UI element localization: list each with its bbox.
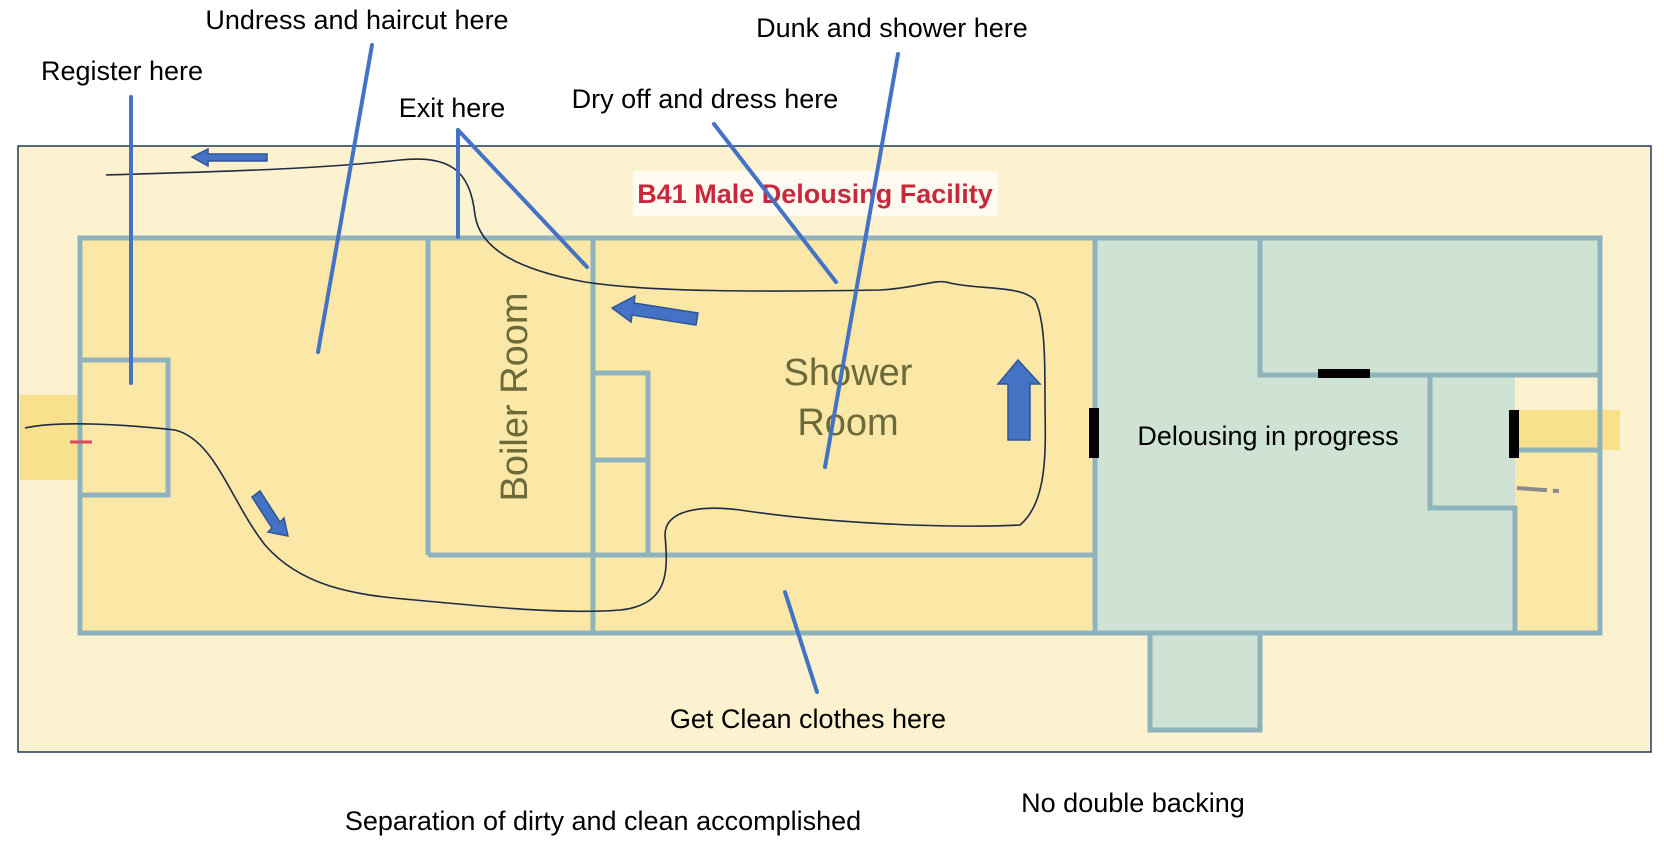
right-strip bbox=[1510, 410, 1620, 450]
callout-dry-off: Dry off and dress here bbox=[572, 84, 839, 114]
footer-separation: Separation of dirty and clean accomplish… bbox=[345, 806, 861, 836]
shower-room-label-line2: Room bbox=[797, 402, 898, 444]
plan-title: B41 Male Delousing Facility bbox=[637, 179, 993, 209]
door-marker-top bbox=[1318, 369, 1370, 378]
route-path bbox=[24, 158, 1047, 613]
arrow-left-mid bbox=[610, 294, 699, 326]
door-marker-right bbox=[1509, 410, 1519, 458]
callout-clean-clothes: Get Clean clothes here bbox=[670, 704, 946, 734]
footer-no-double-backing: No double backing bbox=[1021, 788, 1245, 818]
delousing-area bbox=[1095, 238, 1600, 730]
route-arrows bbox=[190, 147, 1042, 537]
callout-dunk: Dunk and shower here bbox=[756, 13, 1028, 43]
arrow-left-top bbox=[190, 147, 268, 168]
arrow-up-right bbox=[996, 358, 1042, 441]
door-marker-left bbox=[1089, 408, 1099, 458]
delousing-side-room bbox=[1515, 450, 1600, 633]
callout-exit: Exit here bbox=[399, 93, 506, 123]
delousing-label: Delousing in progress bbox=[1137, 421, 1398, 451]
gate-marker bbox=[1516, 486, 1571, 494]
arrow-down-left bbox=[250, 489, 289, 537]
title-background bbox=[633, 171, 998, 216]
building-floor bbox=[80, 238, 1095, 633]
callout-register: Register here bbox=[41, 56, 203, 86]
shower-room-label-line1: Shower bbox=[784, 352, 913, 394]
entrance-strip bbox=[20, 395, 80, 480]
callout-leaders bbox=[129, 43, 900, 694]
callout-undress: Undress and haircut here bbox=[205, 5, 508, 35]
boiler-room-label: Boiler Room bbox=[494, 292, 536, 501]
